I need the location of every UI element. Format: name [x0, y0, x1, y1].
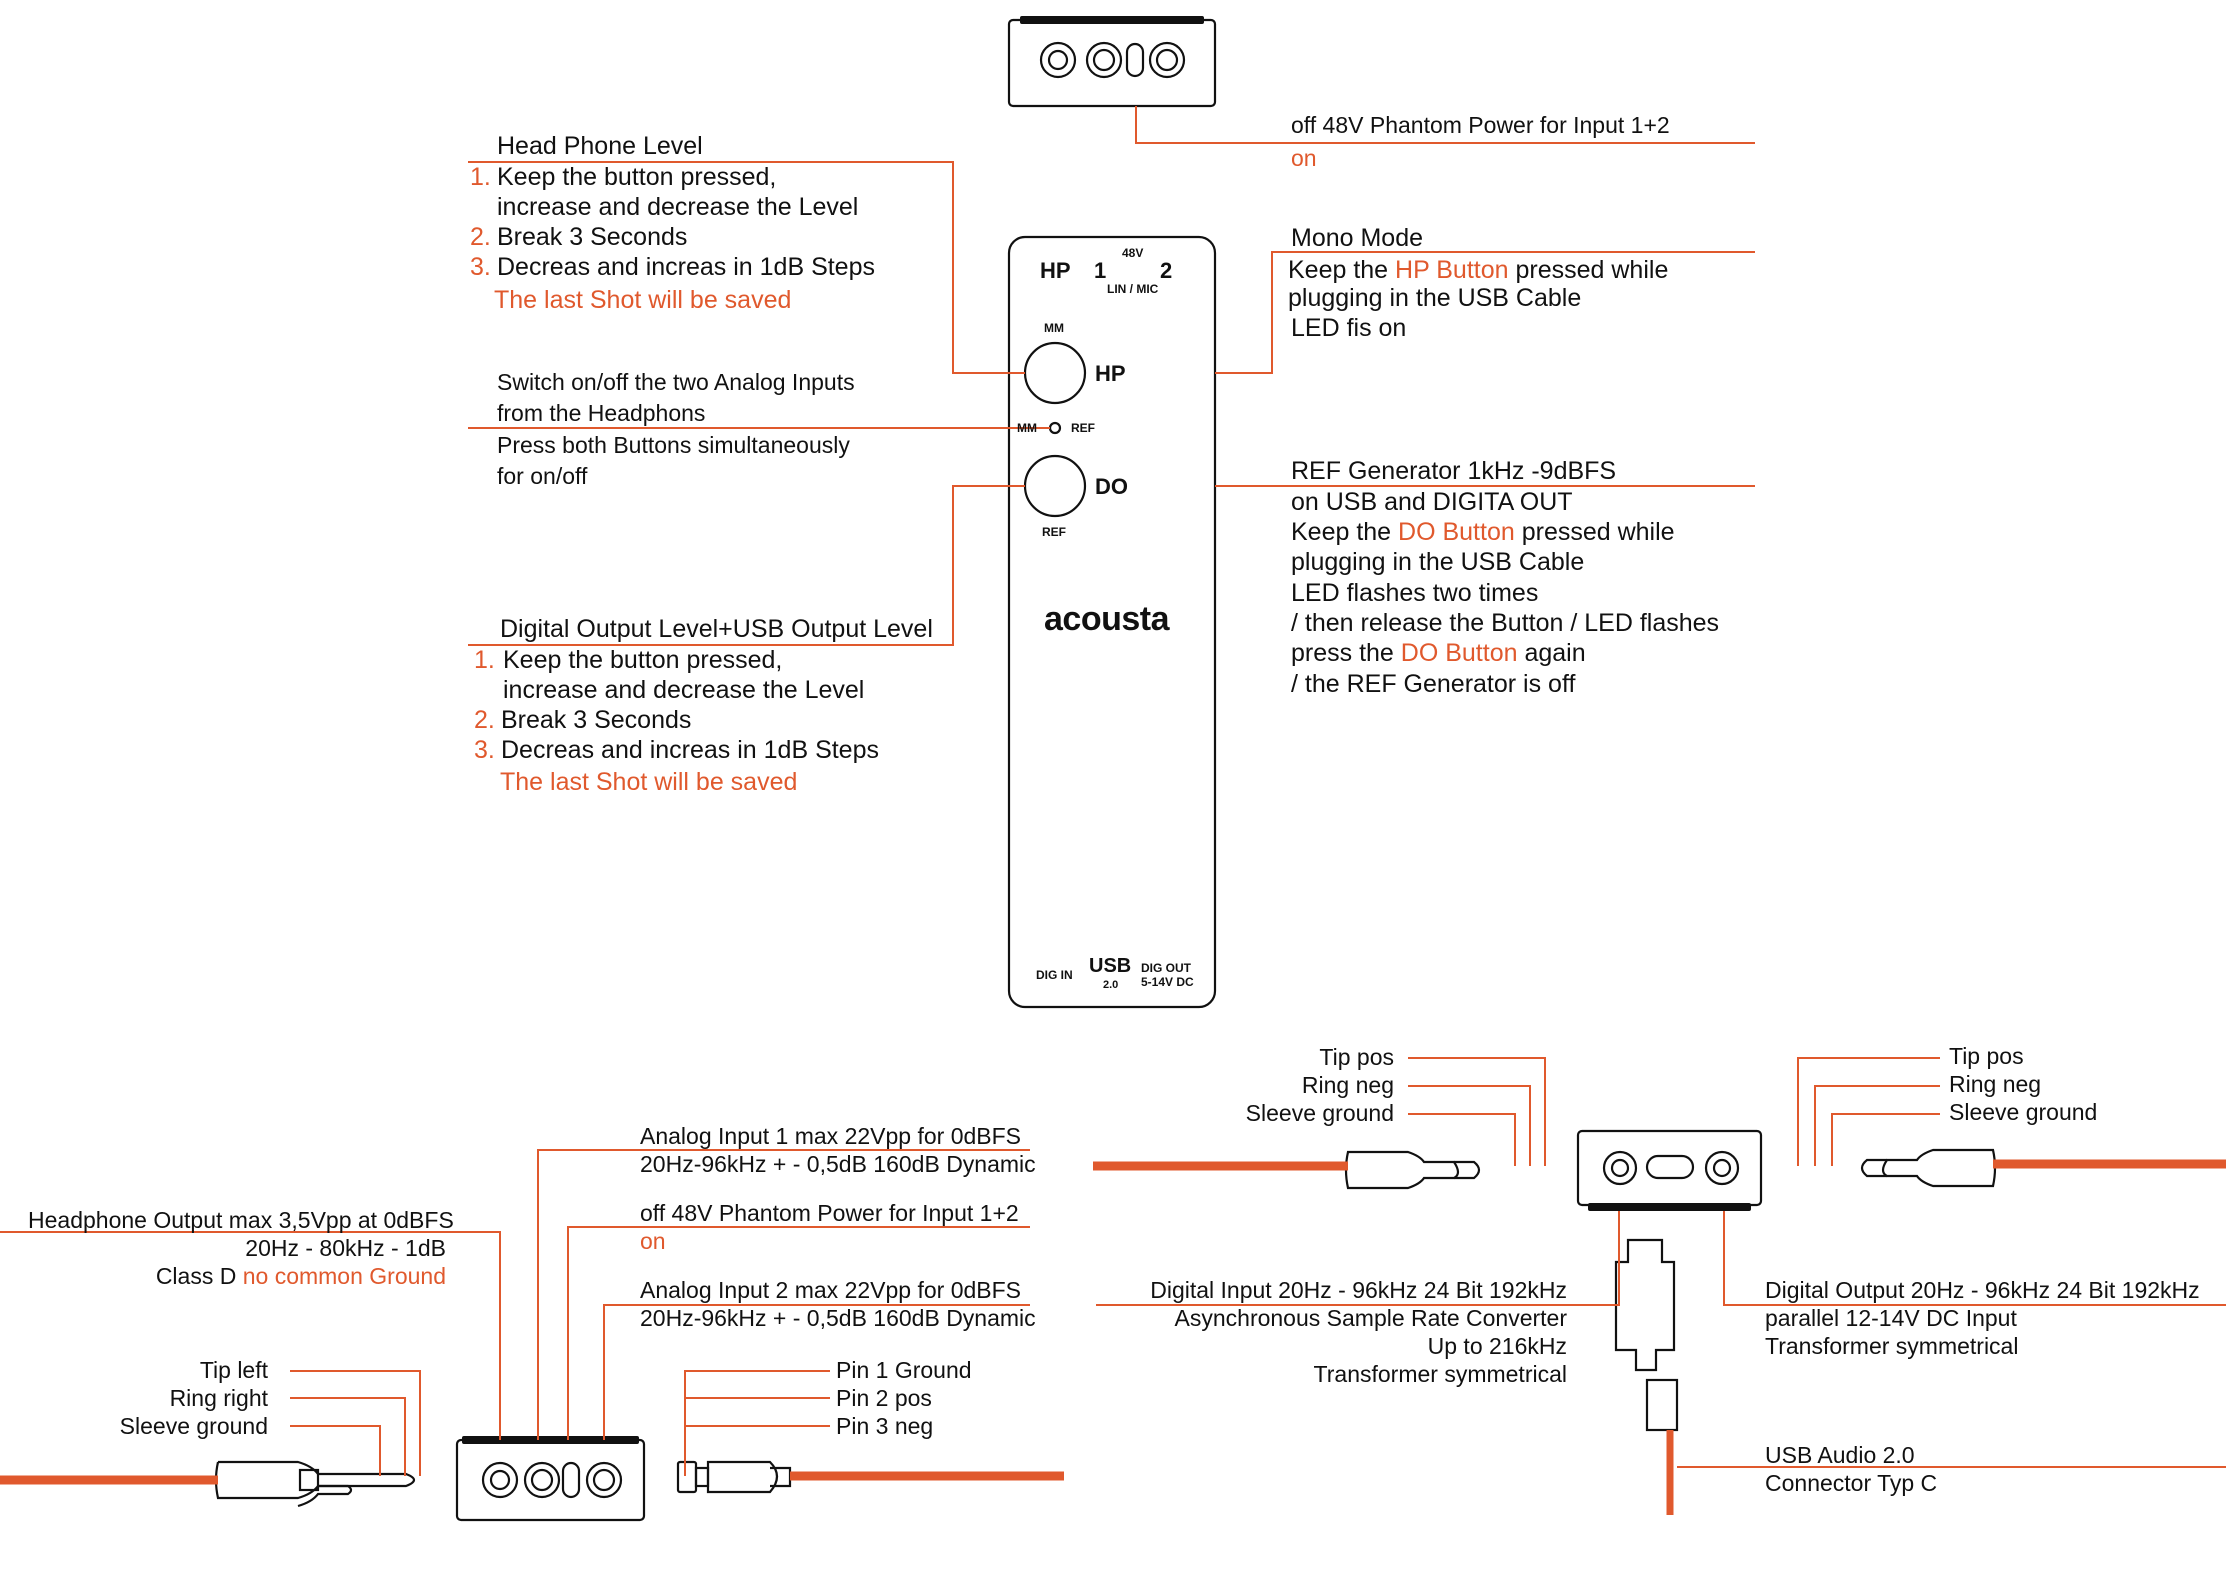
device-48v-label: 48V: [1122, 246, 1144, 260]
ref-line2: on USB and DIGITA OUT: [1291, 488, 1573, 516]
dig-out-line3: Transformer symmetrical: [1765, 1333, 2019, 1359]
hp-out-line1: Headphone Output max 3,5Vpp at 0dBFS: [28, 1207, 454, 1233]
led-left-label: MM: [1017, 421, 1037, 435]
usb-audio-line1: USB Audio 2.0: [1765, 1442, 1915, 1468]
br-left-sleeve: Sleeve ground: [1245, 1100, 1394, 1126]
mono-line2: Keep the HP Button pressed while: [1288, 256, 1669, 284]
dig-out-label: DIG OUT: [1141, 961, 1191, 975]
led-right-label: REF: [1071, 421, 1095, 435]
usb-version-label: 2.0: [1103, 979, 1119, 991]
xlr-pin3: Pin 3 neg: [836, 1413, 934, 1439]
do-button-label[interactable]: DO: [1095, 474, 1128, 499]
hp-step2-num: 2.: [470, 223, 491, 251]
analog-switch-line2: from the Headphons: [497, 400, 706, 426]
ref-line5: LED flashes two times: [1291, 579, 1539, 607]
ref-line6: / then release the Button / LED flashes: [1291, 609, 1720, 637]
br-right-sleeve: Sleeve ground: [1949, 1099, 2098, 1125]
ain2-line2: 20Hz-96kHz + - 0,5dB 160dB Dynamic: [640, 1305, 1036, 1331]
bl-phantom-on: on: [640, 1228, 666, 1254]
ref-line7: press the DO Button again: [1291, 639, 1586, 667]
mono-title: Mono Mode: [1291, 224, 1424, 252]
analog-switch-line1: Switch on/off the two Analog Inputs: [497, 369, 855, 395]
do-step3-num: 3.: [474, 736, 495, 764]
do-step2-text: Break 3 Seconds: [501, 706, 692, 734]
bl-phantom-line1: off 48V Phantom Power for Input 1+2: [640, 1200, 1019, 1226]
mono-line3: plugging in the USB Cable: [1288, 284, 1582, 312]
bl-xlr1-icon: [523, 1461, 561, 1499]
dig-in-line1: Digital Input 20Hz - 96kHz 24 Bit 192kHz: [1150, 1277, 1567, 1303]
ref-line8: / the REF Generator is off: [1291, 670, 1576, 698]
br-right-tip: Tip pos: [1949, 1043, 2024, 1069]
do-step1b-text: increase and decrease the Level: [503, 676, 865, 704]
do-note: The last Shot will be saved: [500, 768, 798, 796]
br-left-ring: Ring neg: [1301, 1072, 1394, 1098]
dig-in-line2: Asynchronous Sample Rate Converter: [1174, 1305, 1567, 1331]
do-step1-num: 1.: [474, 646, 495, 674]
bl-jack-ring: Ring right: [169, 1385, 268, 1411]
device-linmic-label: LIN / MIC: [1107, 282, 1159, 296]
hp-out-line2: 20Hz - 80kHz - 1dB: [245, 1235, 446, 1261]
ref-line4: plugging in the USB Cable: [1291, 548, 1585, 576]
bl-jack-icon: [481, 1461, 519, 1499]
bl-switch-icon: [561, 1461, 581, 1499]
hp-step1b-text: increase and decrease the Level: [497, 193, 859, 221]
mono-line4: LED fis on: [1291, 314, 1407, 342]
top-xlr1-icon: [1085, 41, 1123, 79]
ain1-line1: Analog Input 1 max 22Vpp for 0dBFS: [640, 1123, 1022, 1149]
device-body: [1007, 235, 1217, 1009]
device-hp-label: HP: [1040, 258, 1071, 283]
do-step3-text: Decreas and increas in 1dB Steps: [501, 736, 879, 764]
hp-note: The last Shot will be saved: [494, 286, 792, 314]
xlr-pin2: Pin 2 pos: [836, 1385, 932, 1411]
br-jack1-icon: [1602, 1150, 1638, 1186]
analog-switch-line3: Press both Buttons simultaneously: [497, 432, 850, 458]
usb-audio-line2: Connector Typ C: [1765, 1470, 1938, 1496]
do-level-title: Digital Output Level+USB Output Level: [500, 615, 933, 643]
ain1-line2: 20Hz-96kHz + - 0,5dB 160dB Dynamic: [640, 1151, 1036, 1177]
ref-line1: REF Generator 1kHz -9dBFS: [1291, 457, 1617, 485]
hp-step3-num: 3.: [470, 253, 491, 281]
top-phantom-on: on: [1291, 145, 1317, 171]
device-in2-label: 2: [1160, 258, 1173, 283]
brand-logo: acousta: [1044, 600, 1170, 638]
dig-out-line1: Digital Output 20Hz - 96kHz 24 Bit 192kH…: [1765, 1277, 2200, 1303]
ain2-line1: Analog Input 2 max 22Vpp for 0dBFS: [640, 1277, 1022, 1303]
hp-button-top-label: MM: [1044, 321, 1064, 335]
br-usbc-icon: [1645, 1154, 1695, 1180]
bl-jack-sleeve: Sleeve ground: [119, 1413, 268, 1439]
hp-step1-num: 1.: [470, 163, 491, 191]
dc-label: 5-14V DC: [1141, 975, 1194, 989]
usb-plug-icon: [1614, 1238, 1676, 1372]
hp-level-title: Head Phone Level: [497, 132, 703, 160]
dig-in-line3: Up to 216kHz: [1427, 1333, 1567, 1359]
br-left-tip: Tip pos: [1319, 1044, 1394, 1070]
top-jack-icon: [1039, 41, 1077, 79]
dig-in-label: DIG IN: [1036, 968, 1073, 982]
device-in1-label: 1: [1094, 258, 1107, 283]
hp-step1-text: Keep the button pressed,: [497, 163, 777, 191]
hp-out-line3: Class D no common Ground: [155, 1263, 446, 1289]
analog-switch-line4: for on/off: [497, 463, 588, 489]
br-right-ring: Ring neg: [1949, 1071, 2042, 1097]
hp-step2-text: Break 3 Seconds: [497, 223, 688, 251]
dig-in-line4: Transformer symmetrical: [1313, 1361, 1567, 1387]
xlr-pin1: Pin 1 Ground: [836, 1357, 972, 1383]
br-jack2-icon: [1704, 1150, 1740, 1186]
usb-label: USB: [1089, 955, 1132, 977]
dig-out-line2: parallel 12-14V DC Input: [1765, 1305, 2017, 1331]
do-step2-num: 2.: [474, 706, 495, 734]
do-button-bottom-label: REF: [1042, 525, 1066, 539]
do-step1-text: Keep the button pressed,: [503, 646, 783, 674]
bl-jack-tip: Tip left: [199, 1357, 268, 1383]
hp-step3-text: Decreas and increas in 1dB Steps: [497, 253, 875, 281]
ref-line3: Keep the DO Button pressed while: [1291, 518, 1675, 546]
bl-xlr2-icon: [585, 1461, 623, 1499]
top-xlr2-icon: [1148, 41, 1186, 79]
top-phantom-line1: off 48V Phantom Power for Input 1+2: [1291, 112, 1670, 138]
top-switch-icon: [1125, 42, 1145, 78]
hp-button-label[interactable]: HP: [1095, 361, 1126, 386]
